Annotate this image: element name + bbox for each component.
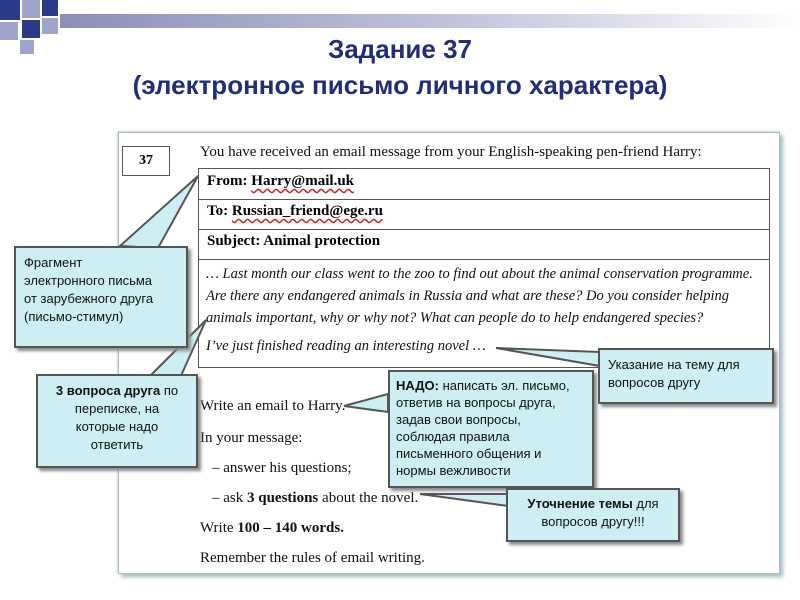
callout-fragment: Фрагмент электронного письма от зарубежн… xyxy=(14,246,188,348)
callout-topic-clarify: Уточнение темы для вопросов другу!!! xyxy=(506,488,680,542)
deco-square xyxy=(0,22,18,40)
callout-text: Указание на тему для xyxy=(608,357,740,372)
instruction-line-4: – ask 3 questions about the novel. xyxy=(212,490,418,507)
from-label: From: xyxy=(207,173,252,189)
header-gradient-bar xyxy=(60,14,800,28)
email-body-line-4: I’ve just finished reading an interestin… xyxy=(206,338,486,354)
callout-text: НАДО: написать эл. письмо, xyxy=(396,377,586,394)
callout-need: НАДО: написать эл. письмо, ответив на во… xyxy=(388,370,594,488)
body-text: … Last month our class went to the zoo t… xyxy=(206,266,753,282)
deco-square xyxy=(20,40,34,54)
deco-square xyxy=(22,20,40,38)
email-body-line-1: … Last month our class went to the zoo t… xyxy=(206,266,753,283)
email-to-row: To: Russian_friend@ege.ru xyxy=(199,199,769,230)
instruction-line-6: Remember the rules of email writing. xyxy=(200,550,425,566)
deco-square xyxy=(22,0,40,18)
callout-text: соблюдая правила xyxy=(396,429,510,444)
instruction-line-1: Write an email to Harry. xyxy=(200,398,346,414)
deco-square xyxy=(42,0,58,16)
callout-text: переписке, на xyxy=(74,401,160,416)
task-number-box: 37 xyxy=(122,146,170,176)
callout-rest: для xyxy=(632,496,659,511)
subject-label: Subject: xyxy=(207,233,264,249)
callout-text: 3 вопроса друга по xyxy=(42,382,192,400)
callout-text: вопросов другу xyxy=(608,375,701,390)
slide-title: Задание 37 xyxy=(327,34,472,64)
email-body-line-3: animals important, why or why not? What … xyxy=(206,310,704,326)
callout-bold: 3 вопроса друга xyxy=(55,383,161,398)
to-label: To: xyxy=(207,203,232,219)
callout-bold: НАДО: xyxy=(396,378,439,393)
instr-text: about the novel. xyxy=(318,490,419,506)
instr-bold: 100 – 140 words. xyxy=(237,520,344,536)
callout-text: Уточнение темы для xyxy=(514,495,672,513)
deco-square xyxy=(42,18,58,34)
instr-text: Write xyxy=(200,520,238,536)
from-value: Harry@mail.uk xyxy=(251,173,354,189)
fragment-pointer xyxy=(117,175,199,250)
topic-clarify-pointer xyxy=(419,493,509,508)
subject-value: Animal protection xyxy=(263,233,381,249)
callout-rest: по xyxy=(160,383,179,398)
instr-text: – ask xyxy=(212,490,247,506)
callout-text: нормы вежливости xyxy=(396,463,511,478)
callout-text: вопросов другу!!! xyxy=(541,514,645,529)
callout-bold: Уточнение темы xyxy=(527,496,633,511)
instr-bold: 3 questions xyxy=(247,490,319,506)
callout-text: электронного письма xyxy=(24,273,153,288)
callout-text: которые надо xyxy=(75,419,159,434)
instruction-line-5: Write 100 – 140 words. xyxy=(200,520,344,537)
slide-subtitle: (электронное письмо личного характера) xyxy=(132,70,668,100)
callout-rest: написать эл. письмо, xyxy=(438,378,570,393)
instruction-line-2: In your message: xyxy=(200,430,303,446)
callout-text: (письмо-стимул) xyxy=(24,309,124,324)
to-value: Russian_friend@ege.ru xyxy=(231,203,383,219)
task-intro: You have received an email message from … xyxy=(200,144,702,160)
email-subject-row: Subject: Animal protection xyxy=(199,229,769,260)
need-pointer xyxy=(343,392,389,414)
deco-square xyxy=(0,0,20,20)
instruction-line-3: – answer his questions; xyxy=(212,460,352,476)
email-fragment: From: Harry@mail.uk To: Russian_friend@e… xyxy=(198,168,770,368)
callout-text: ответить xyxy=(90,437,144,452)
topic-hint-pointer xyxy=(495,347,601,368)
email-from-row: From: Harry@mail.uk xyxy=(199,169,769,200)
callout-text: задав свои вопросы, xyxy=(396,412,521,427)
email-from: From: Harry@mail.uk xyxy=(207,173,354,190)
callout-text: письменного общения и xyxy=(396,446,542,461)
callout-text: ответив на вопросы друга, xyxy=(396,395,556,410)
callout-questions: 3 вопроса друга по переписке, на которые… xyxy=(36,374,198,468)
callout-text: от зарубежного друга xyxy=(24,291,154,306)
callout-topic-hint: Указание на тему для вопросов другу xyxy=(598,348,774,404)
email-subject: Subject: Animal protection xyxy=(207,233,380,250)
email-body-line-2: Are there any endangered animals in Russ… xyxy=(206,288,729,304)
callout-text: Фрагмент xyxy=(24,255,83,270)
email-to: To: Russian_friend@ege.ru xyxy=(207,203,383,220)
